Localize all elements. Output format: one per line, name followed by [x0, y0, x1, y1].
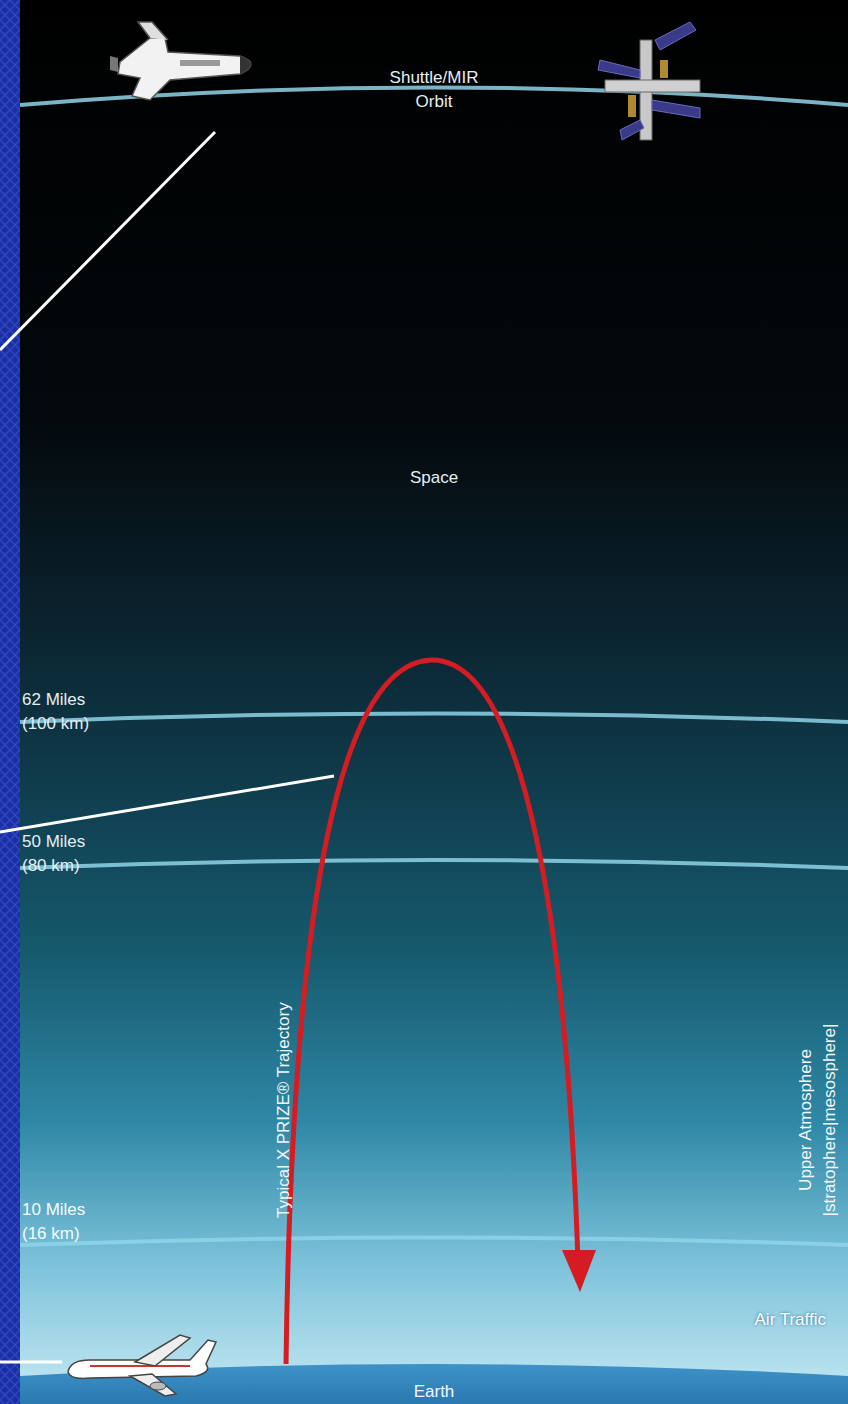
leader-line — [0, 1361, 62, 1364]
trajectory-curve — [286, 660, 578, 1364]
region-label: Upper Atmosphere |stratophere|mesosphere… — [794, 1015, 842, 1225]
orbit-label: Shuttle/MIR Orbit — [369, 66, 499, 114]
leader-line — [0, 776, 334, 832]
altitude-label: 50 Miles (80 km) — [22, 830, 112, 878]
side-strip — [0, 0, 20, 1404]
space-shuttle — [110, 22, 251, 100]
trajectory-arrowhead — [562, 1250, 596, 1292]
region-label: Air Traffic — [755, 1308, 826, 1332]
airplane — [68, 1335, 216, 1396]
region-label: Space — [410, 466, 458, 490]
leader-line — [0, 132, 215, 350]
mir-station — [598, 22, 700, 140]
altitude-line-80km — [20, 860, 848, 868]
trajectory-label: Typical X PRIZE® Trajectory — [272, 1002, 296, 1218]
altitude-line-16km — [20, 1238, 848, 1246]
altitude-label: 62 Miles (100 km) — [22, 688, 112, 736]
altitude-label: 10 Miles (16 km) — [22, 1198, 112, 1246]
earth-label: Earth — [414, 1380, 455, 1404]
altitude-line-100km — [20, 714, 848, 723]
